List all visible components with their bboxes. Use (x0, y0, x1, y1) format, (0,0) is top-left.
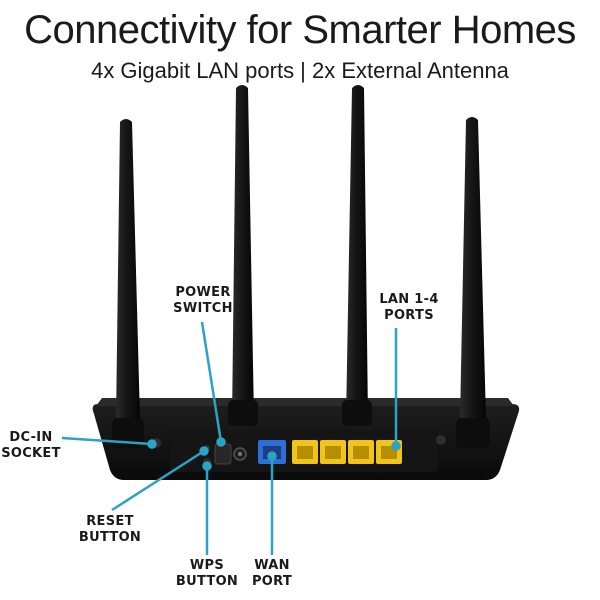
screw-right (436, 435, 446, 445)
callout-reset: RESET BUTTON (78, 514, 142, 545)
callout-power-switch: POWER SWITCH (173, 285, 233, 316)
antenna-4 (456, 117, 490, 448)
antenna-2 (228, 85, 258, 426)
callout-lan-ports: LAN 1-4 PORTS (379, 292, 439, 323)
callout-wps: WPS BUTTON (175, 558, 239, 589)
router-top-edge (96, 398, 514, 406)
antenna-1 (112, 119, 144, 448)
antenna-3 (342, 85, 372, 426)
page-subtitle: 4x Gigabit LAN ports | 2x External Anten… (91, 58, 509, 83)
power-switch (214, 443, 232, 465)
lan-ports (292, 440, 402, 464)
callout-dc-in: DC-IN SOCKET (1, 430, 61, 461)
callout-wan: WAN PORT (251, 558, 293, 589)
page-title: Connectivity for Smarter Homes (24, 8, 576, 52)
leader-lines (61, 321, 401, 555)
